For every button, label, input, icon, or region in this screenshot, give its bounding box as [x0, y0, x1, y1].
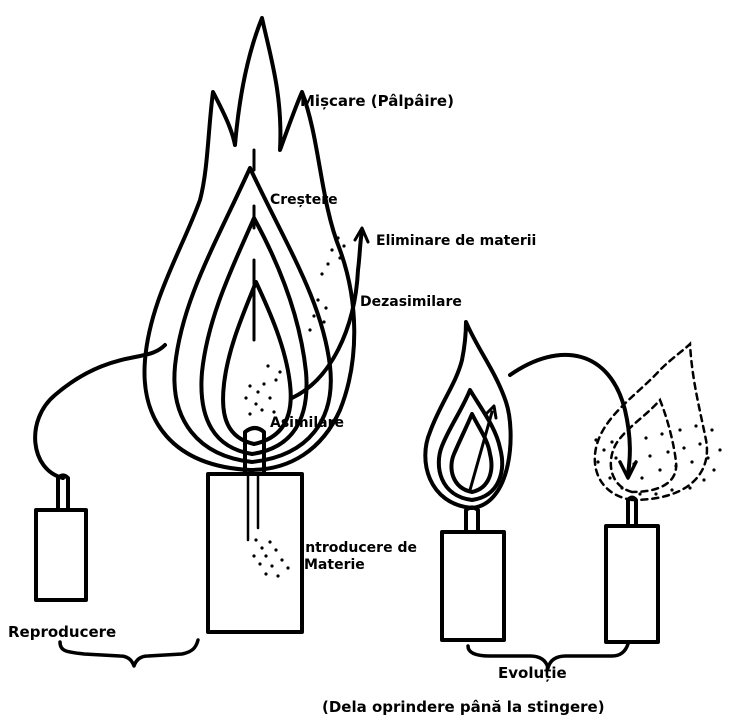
label-evolutie-caption: (Dela oprindere până la stingere) [322, 699, 605, 716]
small-candle-wick [58, 476, 68, 511]
evolution-candle-2-wick [628, 498, 636, 527]
label-eliminare: Eliminare de materii [376, 233, 536, 250]
evolution-candle-1-body [442, 532, 504, 640]
label-dezasimilare: Dezasimilare [360, 294, 462, 311]
label-crestere: Creștere [270, 192, 338, 209]
label-asimilare: Asimilare [270, 415, 344, 432]
small-candle-body [36, 510, 86, 600]
label-miscare: Mișcare (Pâlpâire) [300, 93, 454, 110]
reproduction-brace [60, 640, 198, 666]
label-introducere-line1: Introducere de [300, 540, 417, 557]
evolution-candle-2-body [606, 526, 658, 642]
label-evolutie: Evoluție [498, 665, 567, 682]
dying-flame-outer [595, 344, 707, 500]
large-candle-body [208, 474, 302, 632]
label-introducere-line2: Materie [304, 557, 365, 574]
label-reproducere: Reproducere [8, 624, 116, 641]
evolution-candle-1-wick [466, 508, 478, 533]
